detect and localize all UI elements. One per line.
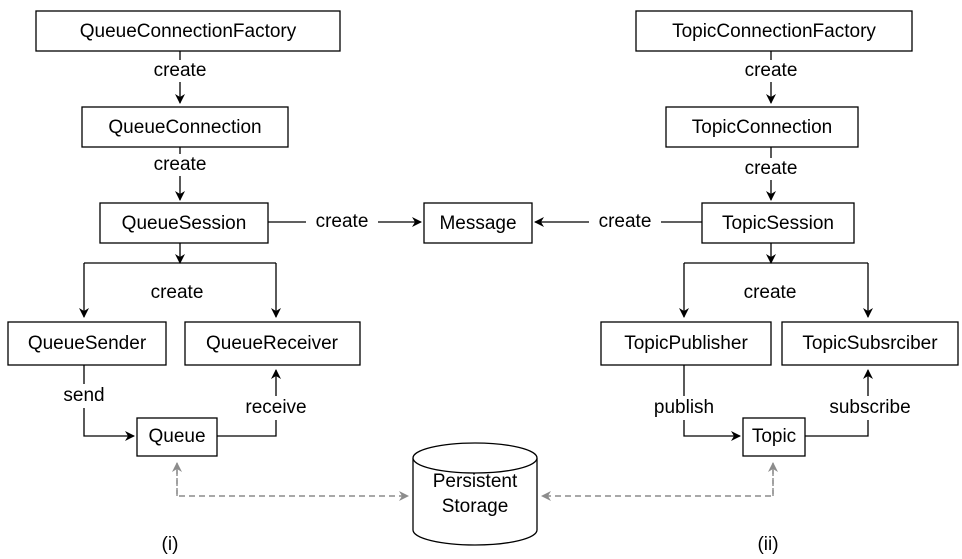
topic-side: TopicConnectionFactory create TopicConne… bbox=[534, 10, 959, 555]
subscribe-label: subscribe bbox=[829, 397, 910, 418]
queue-receiver-box bbox=[184, 321, 361, 366]
dashed-link-topic-storage bbox=[541, 468, 774, 501]
topic-subscriber-box bbox=[781, 321, 959, 366]
topic-label: Topic bbox=[752, 426, 796, 447]
arrow-publisher-to-topic bbox=[683, 365, 741, 441]
create-label-right-2: create bbox=[745, 158, 798, 179]
queue-session-box bbox=[99, 202, 269, 244]
publish-label: publish bbox=[654, 397, 714, 418]
queue-box bbox=[136, 417, 218, 457]
topic-connection-box bbox=[665, 106, 859, 148]
queue-connection-label: QueueConnection bbox=[108, 117, 261, 138]
queue-connection-box bbox=[81, 106, 289, 148]
storage-label-line2: Storage bbox=[442, 496, 509, 517]
center: Message Persistent Storage bbox=[172, 202, 778, 546]
create-label-left-2: create bbox=[154, 154, 207, 175]
topic-connection-factory-label: TopicConnectionFactory bbox=[672, 21, 876, 42]
create-label-right-1: create bbox=[745, 60, 798, 81]
topic-session-box bbox=[701, 202, 855, 244]
create-label-queue-message: create bbox=[316, 211, 369, 232]
arrow-topic-to-subscriber bbox=[805, 369, 873, 437]
queue-session-label: QueueSession bbox=[122, 213, 247, 234]
queue-side: QueueConnectionFactory create QueueConne… bbox=[7, 10, 422, 555]
persistent-storage-cylinder bbox=[412, 442, 538, 546]
create-label-left-children: create bbox=[151, 282, 204, 303]
message-box bbox=[423, 202, 533, 244]
topic-publisher-box bbox=[600, 321, 772, 366]
topic-session-label: TopicSession bbox=[722, 213, 834, 234]
create-label-right-children: create bbox=[744, 282, 797, 303]
queue-receiver-label: QueueReceiver bbox=[206, 333, 339, 354]
topic-connection-label: TopicConnection bbox=[692, 117, 832, 138]
topic-publisher-label: TopicPublisher bbox=[624, 333, 748, 354]
create-label-left-1: create bbox=[154, 60, 207, 81]
storage-label-line1: Persistent bbox=[433, 471, 518, 492]
queue-connection-factory-box bbox=[35, 10, 341, 52]
send-label: send bbox=[63, 385, 104, 406]
receive-label: receive bbox=[245, 397, 306, 418]
create-label-topic-message: create bbox=[599, 211, 652, 232]
caption-right: (ii) bbox=[757, 534, 778, 555]
arrow-queue-to-receiver bbox=[217, 369, 281, 437]
dashed-link-queue-storage bbox=[176, 468, 409, 501]
queue-sender-label: QueueSender bbox=[28, 333, 147, 354]
topic-connection-factory-box bbox=[635, 10, 913, 52]
queue-sender-box bbox=[7, 321, 167, 366]
queue-connection-factory-label: QueueConnectionFactory bbox=[80, 21, 297, 42]
message-label: Message bbox=[439, 213, 516, 234]
caption-left: (i) bbox=[162, 534, 179, 555]
topic-box bbox=[742, 417, 806, 457]
queue-label: Queue bbox=[148, 426, 205, 447]
topic-subscriber-label: TopicSubsrciber bbox=[802, 333, 938, 354]
